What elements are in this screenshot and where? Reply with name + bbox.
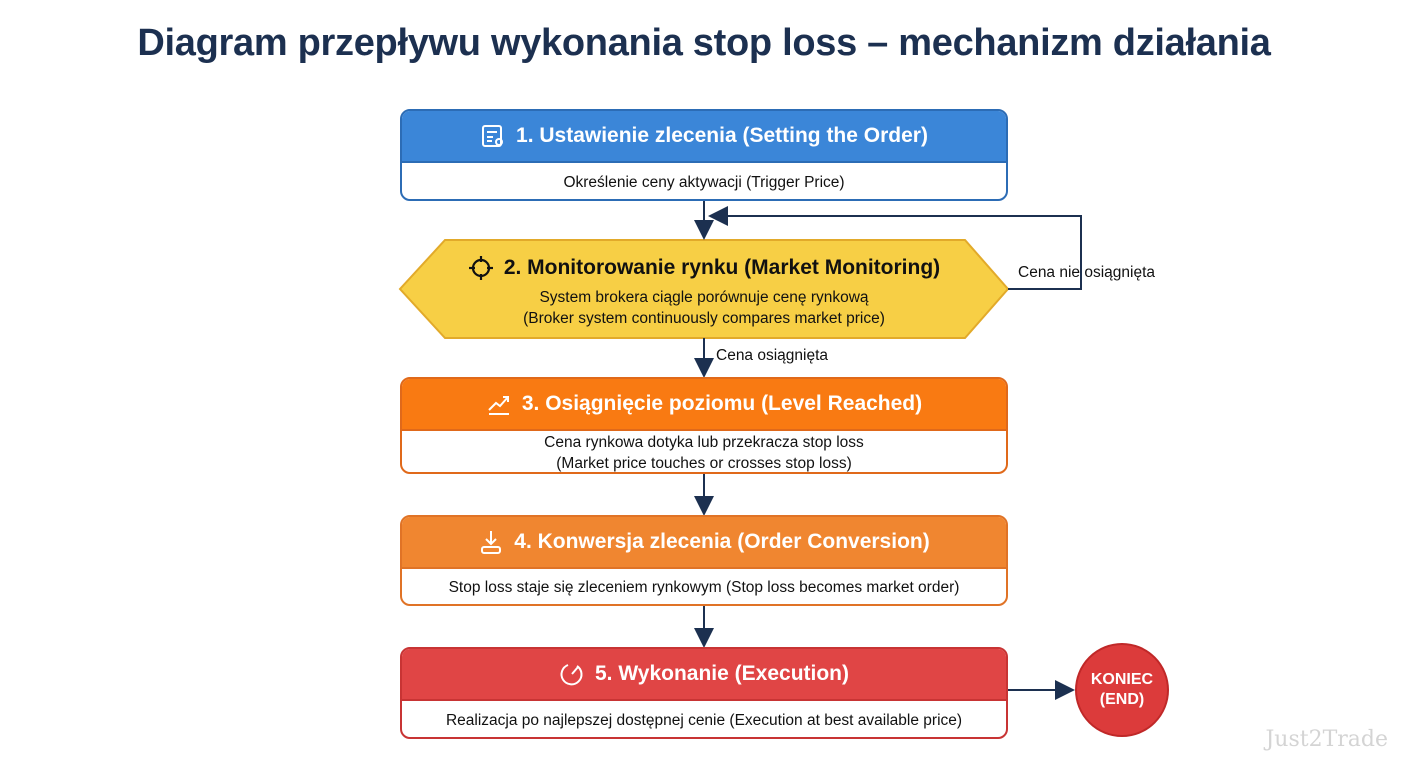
arrow-loop-back (708, 206, 1082, 290)
step-1-setting-order: 1. Ustawienie zlecenia (Setting the Orde… (400, 109, 1008, 201)
edge-label-not-reached: Cena nie osiągnięta (1018, 264, 1156, 281)
step-description: (Broker system continuously compares mar… (523, 310, 885, 327)
step-description: Realizacja po najlepszej dostępnej cenie… (445, 711, 963, 729)
step-description: Cena rynkowa dotyka lub przekracza stop … (544, 433, 864, 451)
edge-label-reached: Cena osiągnięta (716, 347, 829, 364)
step-5-execution: 5. Wykonanie (Execution) Realizacja po n… (400, 647, 1008, 739)
step-title: 5. Wykonanie (Execution) (595, 662, 849, 685)
step-title: 3. Osiągnięcie poziomu (Level Reached) (521, 392, 923, 415)
watermark: Just2Trade (1265, 727, 1388, 752)
step-title: 4. Konwersja zlecenia (Order Conversion) (514, 530, 930, 553)
execution-dial-icon (559, 661, 585, 687)
step-2-market-monitoring: 2. Monitorowanie rynku (Market Monitorin… (400, 255, 1008, 329)
step-title: 2. Monitorowanie rynku (Market Monitorin… (503, 256, 941, 279)
step-description: Stop loss staje się zleceniem rynkowym (… (448, 579, 960, 596)
crosshair-icon (468, 255, 494, 281)
step-description: Określenie ceny aktywacji (Trigger Price… (563, 173, 845, 191)
trend-up-icon (486, 391, 512, 417)
monitoring-hexagon (398, 239, 1010, 339)
download-tray-icon (478, 529, 504, 555)
order-form-icon (480, 123, 506, 149)
end-label: KONIEC (1090, 671, 1154, 688)
step-4-order-conversion: 4. Konwersja zlecenia (Order Conversion)… (400, 515, 1008, 606)
end-node: KONIEC (END) (1075, 643, 1169, 737)
step-description: (Market price touches or crosses stop lo… (556, 454, 852, 472)
step-description: System brokera ciągle porównuje cenę ryn… (539, 289, 869, 306)
step-3-level-reached: 3. Osiągnięcie poziomu (Level Reached) C… (400, 377, 1008, 474)
step-title: 1. Ustawienie zlecenia (Setting the Orde… (516, 124, 928, 147)
end-label-en: (END) (1099, 691, 1145, 708)
diagram-title: Diagram przepływu wykonania stop loss – … (137, 22, 1271, 64)
